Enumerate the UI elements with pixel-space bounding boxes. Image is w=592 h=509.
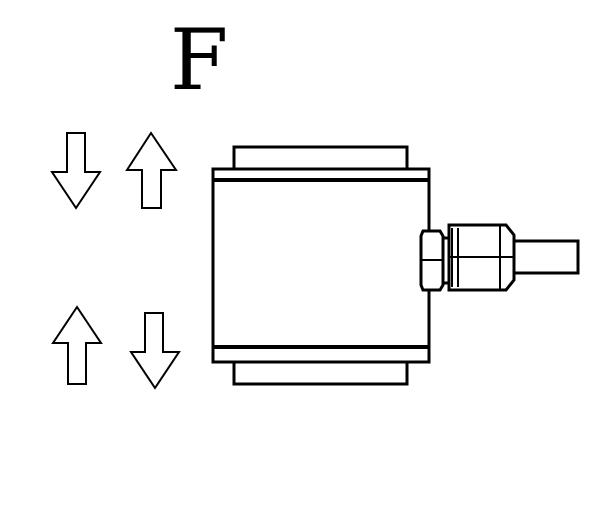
cable-connector — [419, 223, 516, 292]
cable — [512, 239, 580, 275]
top-flange — [232, 145, 409, 173]
main-cylinder — [211, 167, 431, 364]
force-label: F — [170, 11, 229, 109]
arrow-down-top-left-icon — [50, 132, 102, 210]
arrow-up-top-right-icon — [125, 131, 178, 209]
bottom-flange — [232, 358, 409, 386]
arrow-down-bottom-right-icon — [129, 312, 181, 390]
load-cell-body — [211, 145, 431, 386]
arrow-up-bottom-left-icon — [51, 305, 103, 385]
